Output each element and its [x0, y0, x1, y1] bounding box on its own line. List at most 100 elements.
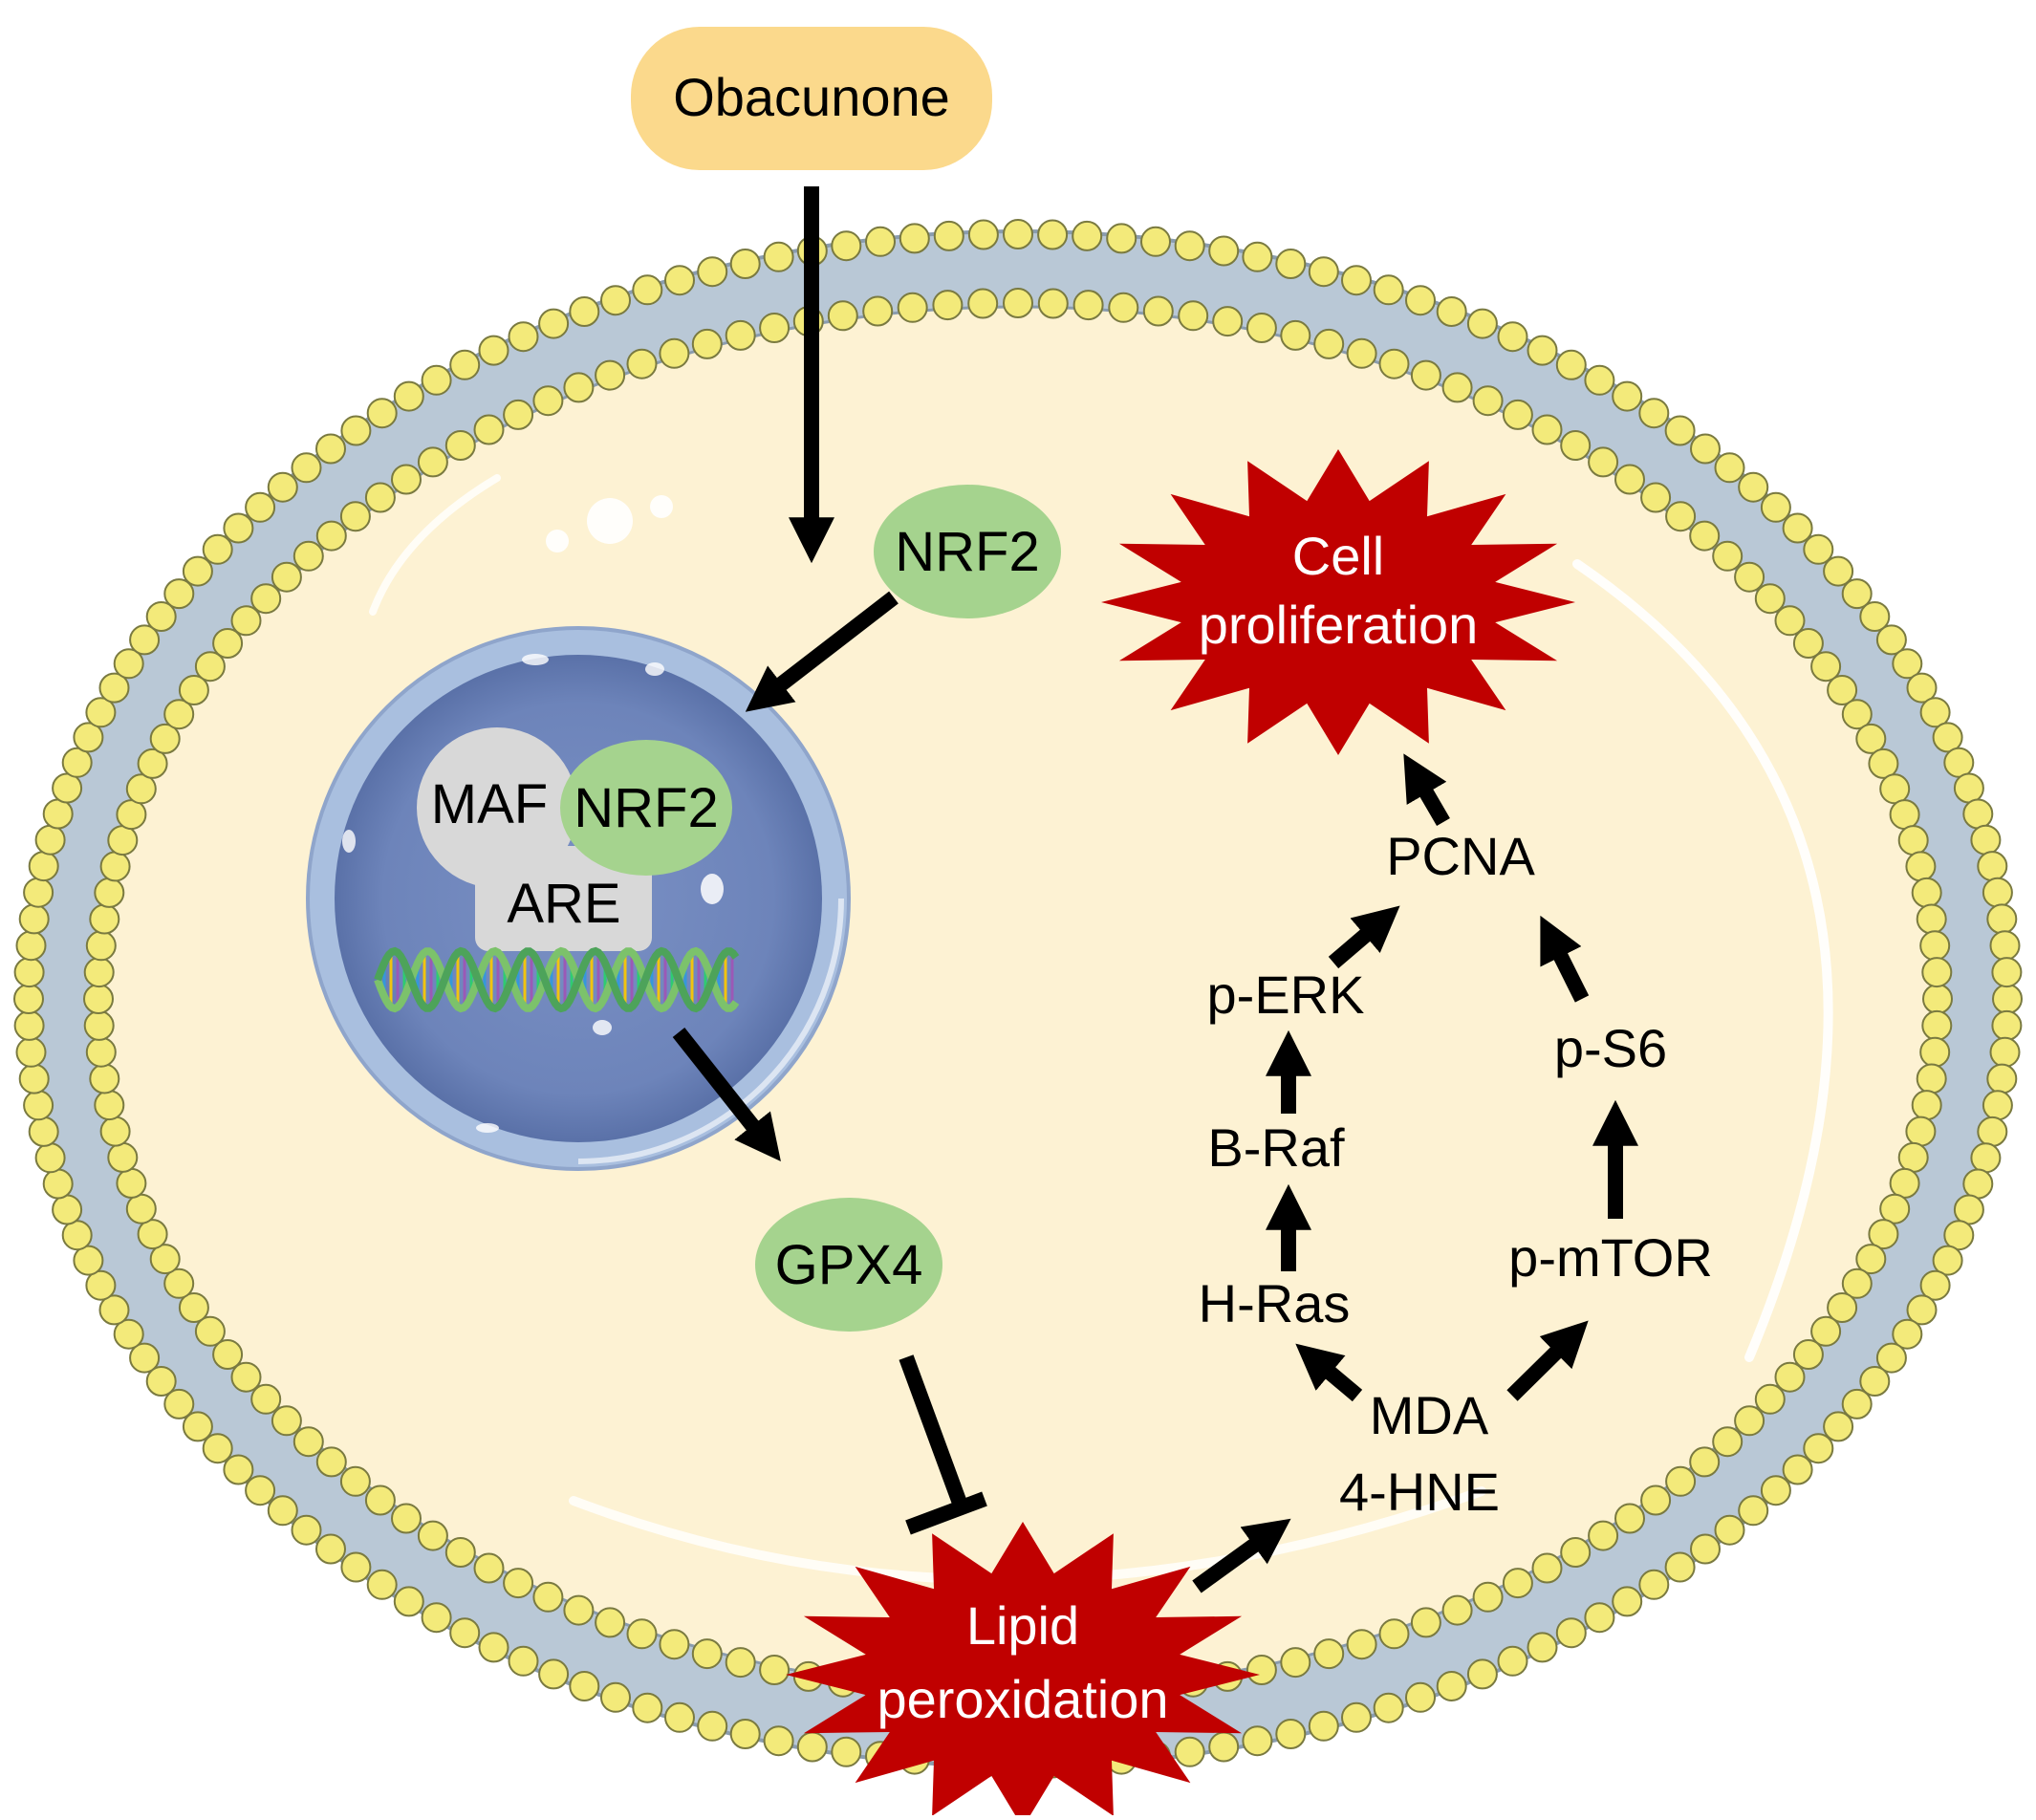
lipid-head [340, 1551, 372, 1583]
lipid-head [664, 1701, 695, 1733]
lipid-head [1245, 313, 1277, 343]
lipid-head [1466, 308, 1498, 339]
vesicles [546, 495, 673, 552]
lipid-head [697, 1710, 728, 1742]
lipid-head [444, 1537, 476, 1568]
lipid-head [1892, 1318, 1923, 1350]
lipid-head [1943, 1220, 1975, 1251]
lipid-head [94, 1090, 125, 1121]
p-erk-label: p-ERK [1207, 964, 1365, 1025]
lipid-head [1497, 321, 1528, 353]
lipid-head [632, 1692, 663, 1723]
lipid-head [763, 241, 794, 272]
lipid-head [538, 308, 570, 339]
lipid-head [1208, 235, 1240, 267]
lipid-head [1245, 1655, 1277, 1685]
gpx4-node: GPX4 [755, 1198, 942, 1332]
lipid-head [1405, 1681, 1436, 1713]
lipid-head [163, 578, 195, 610]
lipid-head [1472, 385, 1504, 417]
lipid-head [1555, 1617, 1587, 1649]
lipid-head [1313, 328, 1345, 359]
arrow-mda-to-h-ras [1295, 1343, 1363, 1402]
lipid-head [267, 471, 298, 503]
lipid-head [1714, 1514, 1745, 1546]
lipid-head [1970, 1142, 2002, 1174]
lipid-head [73, 722, 104, 753]
lipid-head [421, 364, 452, 396]
lipid-head [1859, 1366, 1891, 1397]
lipid-head [1919, 1036, 1951, 1068]
lipid-head [83, 957, 115, 988]
lipid-head [85, 1269, 117, 1301]
lipid-head [315, 1446, 347, 1478]
lipid-head [393, 1586, 424, 1617]
lipid-head [1754, 1383, 1786, 1415]
lipid-head [508, 321, 539, 353]
lipid-head [932, 290, 964, 321]
lipid-head [1792, 1339, 1824, 1370]
lipid-head [1810, 1315, 1842, 1347]
lipid-head [1313, 1638, 1345, 1670]
lipid-head [659, 1629, 690, 1660]
lipid-head [569, 1671, 600, 1701]
lipid-head [291, 452, 322, 484]
lipid-head [23, 1090, 54, 1121]
lipid-head [1712, 540, 1744, 572]
arrow-mda-to-p-mtor [1506, 1320, 1589, 1401]
lipid-head [73, 1245, 104, 1276]
lipid-head [1989, 930, 2021, 962]
b-raf-label: B-Raf [1207, 1117, 1345, 1178]
lipid-head [13, 1009, 45, 1041]
lipid-head [1142, 295, 1174, 327]
lipid-head [315, 1533, 346, 1565]
lipid-head [1588, 1520, 1619, 1551]
h-ras-label: H-Ras [1199, 1273, 1351, 1333]
lipid-head [1346, 337, 1377, 369]
lipid-head [473, 1552, 505, 1584]
lipid-head [1108, 292, 1139, 323]
lipid-head [691, 1638, 723, 1670]
lipid-head [664, 265, 695, 296]
lipid-head [1921, 1009, 1953, 1041]
pathway-labels: PCNA p-ERK B-Raf H-Ras p-S6 p-mTOR MDA 4… [1199, 826, 1713, 1522]
lipid-head [1436, 1671, 1467, 1701]
lipid-head [729, 249, 761, 279]
lipid-head [1712, 1426, 1744, 1458]
maf-label: MAF [431, 773, 548, 835]
lipid-head [1897, 825, 1929, 856]
lipid-head [1242, 1725, 1273, 1757]
lipid-head [1921, 957, 1953, 988]
lipid-head [212, 628, 244, 659]
lipid-head [1892, 648, 1923, 680]
lipid-head [1714, 452, 1745, 484]
lipid-head [94, 877, 125, 908]
lipid-head [1373, 274, 1404, 306]
lipid-head [1527, 335, 1558, 366]
lipid-head [178, 675, 209, 705]
lipid-head [532, 385, 564, 417]
lipid-head [1855, 1244, 1887, 1275]
lipid-head [503, 1568, 534, 1599]
lipid-head [98, 1294, 130, 1326]
lipid-head [18, 1063, 50, 1094]
lipid-peroxidation-label-line2: peroxidation [877, 1669, 1168, 1729]
lipid-head [83, 1009, 115, 1041]
lipid-head [1560, 1537, 1592, 1568]
lipid-head [163, 699, 195, 730]
lipid-head [508, 1645, 539, 1677]
lipid-head [34, 1142, 66, 1174]
lipid-head [1242, 241, 1273, 272]
lipid-head [1859, 601, 1891, 632]
arrow-pcna-to-cell-proliferation [1403, 753, 1450, 827]
lipid-head [1734, 561, 1765, 593]
pathway-arrows [672, 186, 1638, 1593]
lipid-head [1879, 1193, 1911, 1224]
lipid-head [691, 328, 723, 359]
lipid-head [1754, 583, 1786, 615]
lipid-head [1690, 433, 1721, 465]
lipid-head [1792, 628, 1824, 659]
lipid-head [1932, 722, 1963, 753]
lipid-head [1906, 672, 1938, 704]
